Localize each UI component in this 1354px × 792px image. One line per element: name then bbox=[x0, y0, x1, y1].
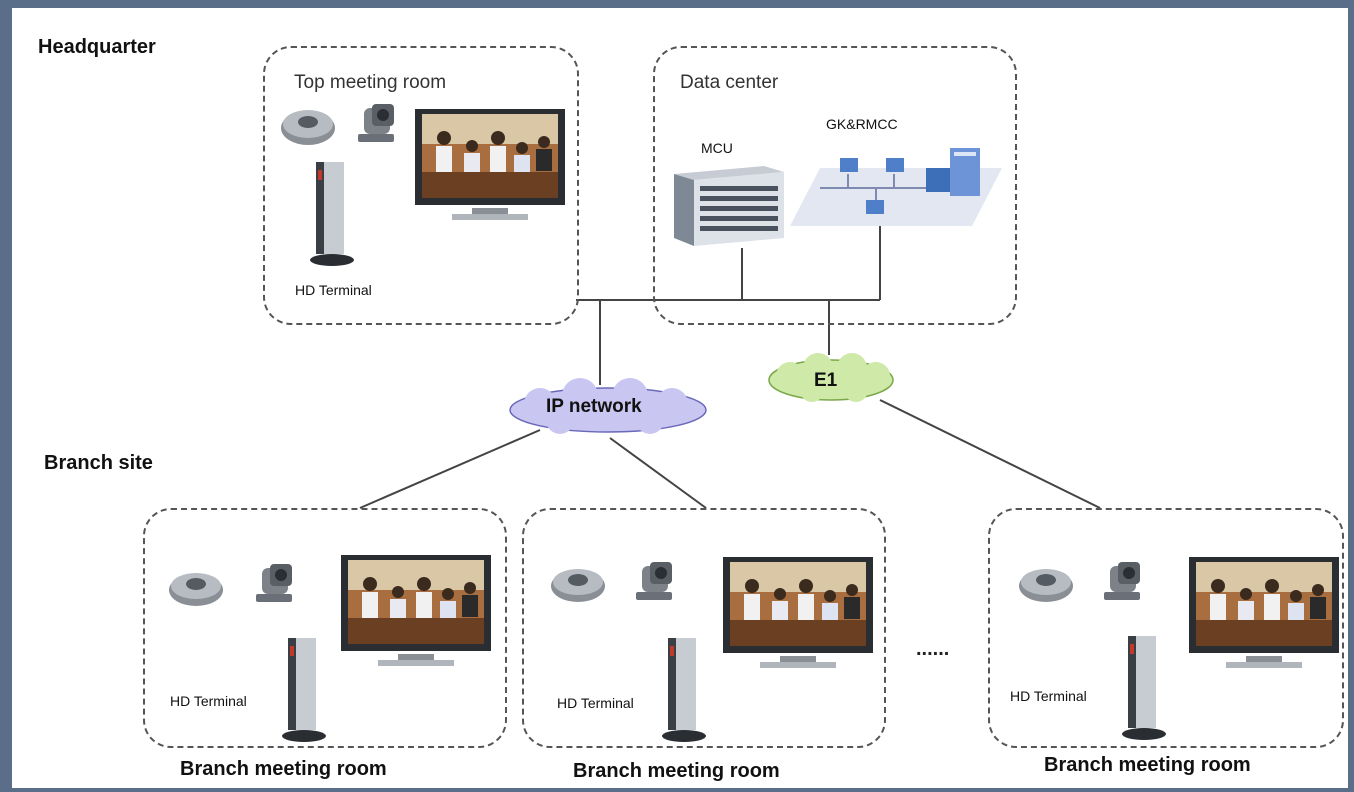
branch-room-name-1: Branch meeting room bbox=[180, 758, 387, 780]
hd-terminal-icon bbox=[662, 638, 706, 742]
ip-to-branch2-line bbox=[609, 437, 707, 509]
branch-room-name-3: Branch meeting room bbox=[1044, 754, 1251, 776]
branch-room-name-2: Branch meeting room bbox=[573, 760, 780, 782]
top-meeting-room-title: Top meeting room bbox=[294, 72, 447, 93]
top-meeting-room-box bbox=[263, 46, 579, 325]
top-room-terminal-label: HD Terminal bbox=[295, 282, 372, 298]
microphone-icon bbox=[1019, 569, 1073, 602]
hd-terminal-icon bbox=[282, 638, 326, 742]
headquarter-label: Headquarter bbox=[38, 36, 156, 58]
microphone-icon bbox=[281, 110, 335, 145]
branch-terminal-label-3: HD Terminal bbox=[1010, 688, 1087, 704]
branch-room-box-3 bbox=[988, 508, 1344, 748]
mcu-device-icon bbox=[674, 166, 784, 246]
branch-site-label: Branch site bbox=[44, 452, 153, 474]
camera-icon bbox=[358, 104, 394, 142]
hd-terminal-icon bbox=[310, 162, 354, 266]
ip-network-label: IP network bbox=[546, 396, 642, 417]
camera-icon bbox=[636, 562, 672, 600]
camera-icon bbox=[1104, 562, 1140, 600]
mcu-label: MCU bbox=[701, 140, 733, 156]
ip-network-cloud bbox=[509, 378, 707, 434]
branch-room-box-1 bbox=[143, 508, 507, 748]
ip-to-branch1-line bbox=[359, 429, 541, 509]
display-screen-icon bbox=[723, 557, 873, 668]
branch-terminal-label-1: HD Terminal bbox=[170, 693, 247, 709]
display-screen-icon bbox=[1189, 557, 1339, 668]
microphone-icon bbox=[169, 573, 223, 606]
data-center-title: Data center bbox=[680, 72, 779, 93]
e1-cloud bbox=[768, 353, 894, 402]
branch-terminal-label-2: HD Terminal bbox=[557, 695, 634, 711]
more-rooms-ellipsis: ...... bbox=[916, 638, 950, 660]
display-screen-icon bbox=[415, 109, 565, 220]
e1-to-branch3-line bbox=[879, 399, 1101, 509]
microphone-icon bbox=[551, 569, 605, 602]
gk-rmcc-network-icon bbox=[790, 148, 1002, 226]
gk-rmcc-label: GK&RMCC bbox=[826, 116, 898, 132]
camera-icon bbox=[256, 564, 292, 602]
data-center-box bbox=[653, 46, 1017, 325]
branch-room-box-2 bbox=[522, 508, 886, 748]
e1-label: E1 bbox=[814, 370, 838, 391]
hd-terminal-icon bbox=[1122, 636, 1166, 740]
display-screen-icon bbox=[341, 555, 491, 666]
